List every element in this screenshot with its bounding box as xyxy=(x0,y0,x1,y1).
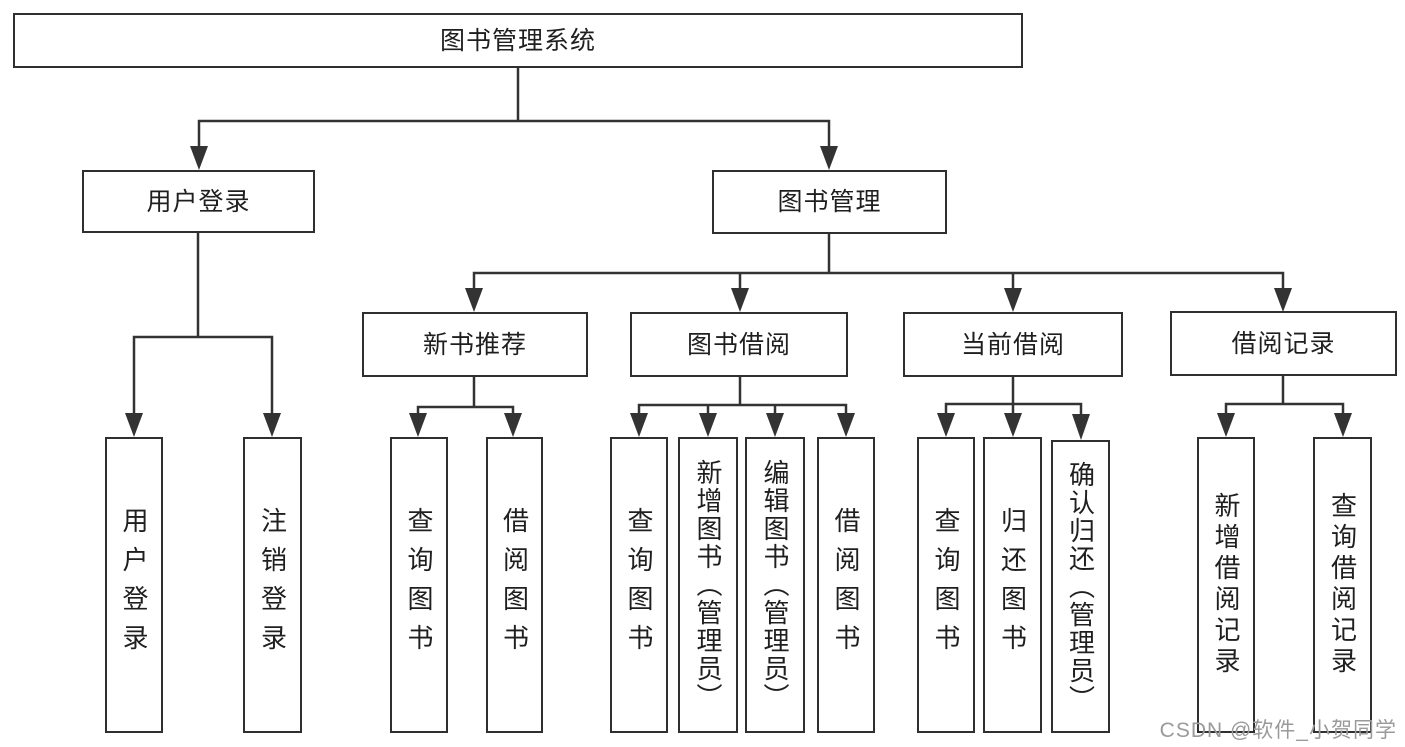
leaf-query-books-borrowing: 查询图书 xyxy=(610,437,668,733)
node-label: 图书管理系统 xyxy=(439,26,596,55)
node-label: 查询图书 xyxy=(931,507,961,663)
leaf-return-books: 归还图书 xyxy=(983,437,1042,733)
node-label: 图书借阅 xyxy=(686,330,791,359)
connector-book-borrowing-branch xyxy=(630,377,855,437)
node-label: 借阅图书 xyxy=(831,507,861,663)
node-label: 编辑图书（管理员） xyxy=(760,459,790,711)
node-label: 查询图书 xyxy=(404,507,434,663)
node-label: 查询图书 xyxy=(624,507,654,663)
connector-user-login-branch xyxy=(125,233,281,437)
node-label: 当前借阅 xyxy=(960,330,1065,359)
node-label: 新增图书（管理员） xyxy=(693,459,723,711)
connector-root-branch xyxy=(190,68,838,170)
leaf-user-login: 用户登录 xyxy=(105,437,163,733)
node-new-book-recommendation: 新书推荐 xyxy=(362,312,588,377)
leaf-query-books-recommendation: 查询图书 xyxy=(390,437,448,733)
node-label: 归还图书 xyxy=(997,507,1028,663)
node-label: 用户登录 xyxy=(119,507,149,663)
node-label: 注销登录 xyxy=(257,507,288,663)
node-label: 新书推荐 xyxy=(422,330,527,359)
leaf-add-borrowing-record: 新增借阅记录 xyxy=(1197,437,1255,733)
leaf-borrow-books-borrowing: 借阅图书 xyxy=(817,437,875,733)
node-borrowing-records: 借阅记录 xyxy=(1170,311,1397,376)
leaf-edit-books-admin: 编辑图书（管理员） xyxy=(745,437,805,733)
node-label: 确认归还（管理员） xyxy=(1065,460,1096,713)
node-label: 用户登录 xyxy=(146,187,251,216)
node-label: 查询借阅记录 xyxy=(1327,492,1358,678)
node-label: 借阅图书 xyxy=(499,507,530,663)
node-book-borrowing: 图书借阅 xyxy=(630,312,848,377)
leaf-add-books-admin: 新增图书（管理员） xyxy=(678,437,738,733)
connector-new-book-rec-branch xyxy=(409,377,522,437)
node-label: 图书管理 xyxy=(777,188,882,216)
connector-current-borrowing-branch xyxy=(937,377,1090,440)
node-label: 借阅记录 xyxy=(1231,329,1336,358)
node-label: 新增借阅记录 xyxy=(1211,492,1241,678)
leaf-query-borrowing-record: 查询借阅记录 xyxy=(1313,437,1372,733)
node-library-management-system: 图书管理系统 xyxy=(13,13,1023,68)
node-user-login: 用户登录 xyxy=(82,170,315,233)
leaf-logout: 注销登录 xyxy=(243,437,302,733)
leaf-borrow-books-recommendation: 借阅图书 xyxy=(486,437,543,733)
node-current-borrowing: 当前借阅 xyxy=(903,312,1123,377)
leaf-confirm-return-admin: 确认归还（管理员） xyxy=(1051,440,1110,733)
leaf-query-books-current: 查询图书 xyxy=(917,437,975,733)
node-book-management: 图书管理 xyxy=(712,170,947,234)
connector-borrowing-records-branch xyxy=(1217,376,1352,437)
connector-book-mgmt-branch xyxy=(465,234,1292,312)
watermark-text: CSDN @软件_小贺同学 xyxy=(1159,719,1397,742)
